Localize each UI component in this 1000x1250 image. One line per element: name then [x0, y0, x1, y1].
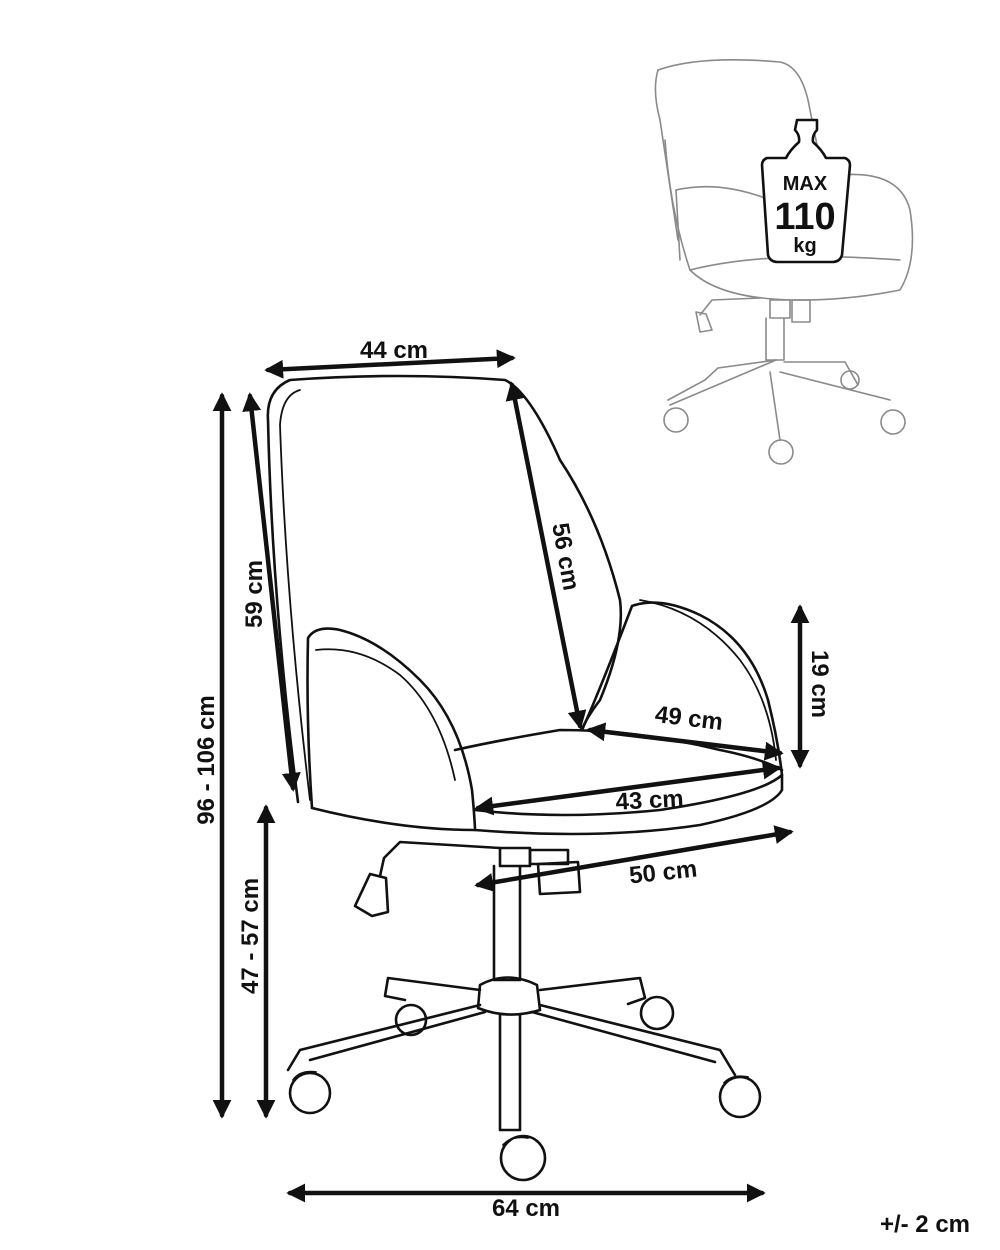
- weight-icon: [760, 118, 852, 264]
- arrow-59: [242, 392, 301, 792]
- label-backrest-width: 44 cm: [360, 337, 428, 364]
- weight-value: 110: [774, 196, 835, 238]
- tolerance-label: +/- 2 cm: [880, 1211, 970, 1238]
- label-total-height: 96 - 106 cm: [193, 695, 220, 824]
- label-armrest-height: 19 cm: [806, 650, 833, 718]
- arrow-49: [586, 722, 784, 761]
- preview-chair: [654, 58, 914, 465]
- label-backrest-height: 59 cm: [241, 560, 268, 628]
- arrow-50: [474, 825, 794, 892]
- dimension-arrows: [212, 349, 810, 1203]
- arrow-56: [505, 381, 587, 730]
- label-seat-depth: 49 cm: [653, 701, 724, 736]
- weight-unit: kg: [793, 235, 816, 257]
- arrow-44: [264, 349, 516, 379]
- label-seat-width: 43 cm: [615, 785, 684, 816]
- label-base-width: 64 cm: [492, 1195, 560, 1222]
- weight-max-label: MAX: [783, 173, 828, 195]
- label-base-50: 50 cm: [628, 856, 699, 890]
- label-seat-height: 47 - 57 cm: [237, 878, 264, 994]
- arrow-43: [474, 760, 782, 816]
